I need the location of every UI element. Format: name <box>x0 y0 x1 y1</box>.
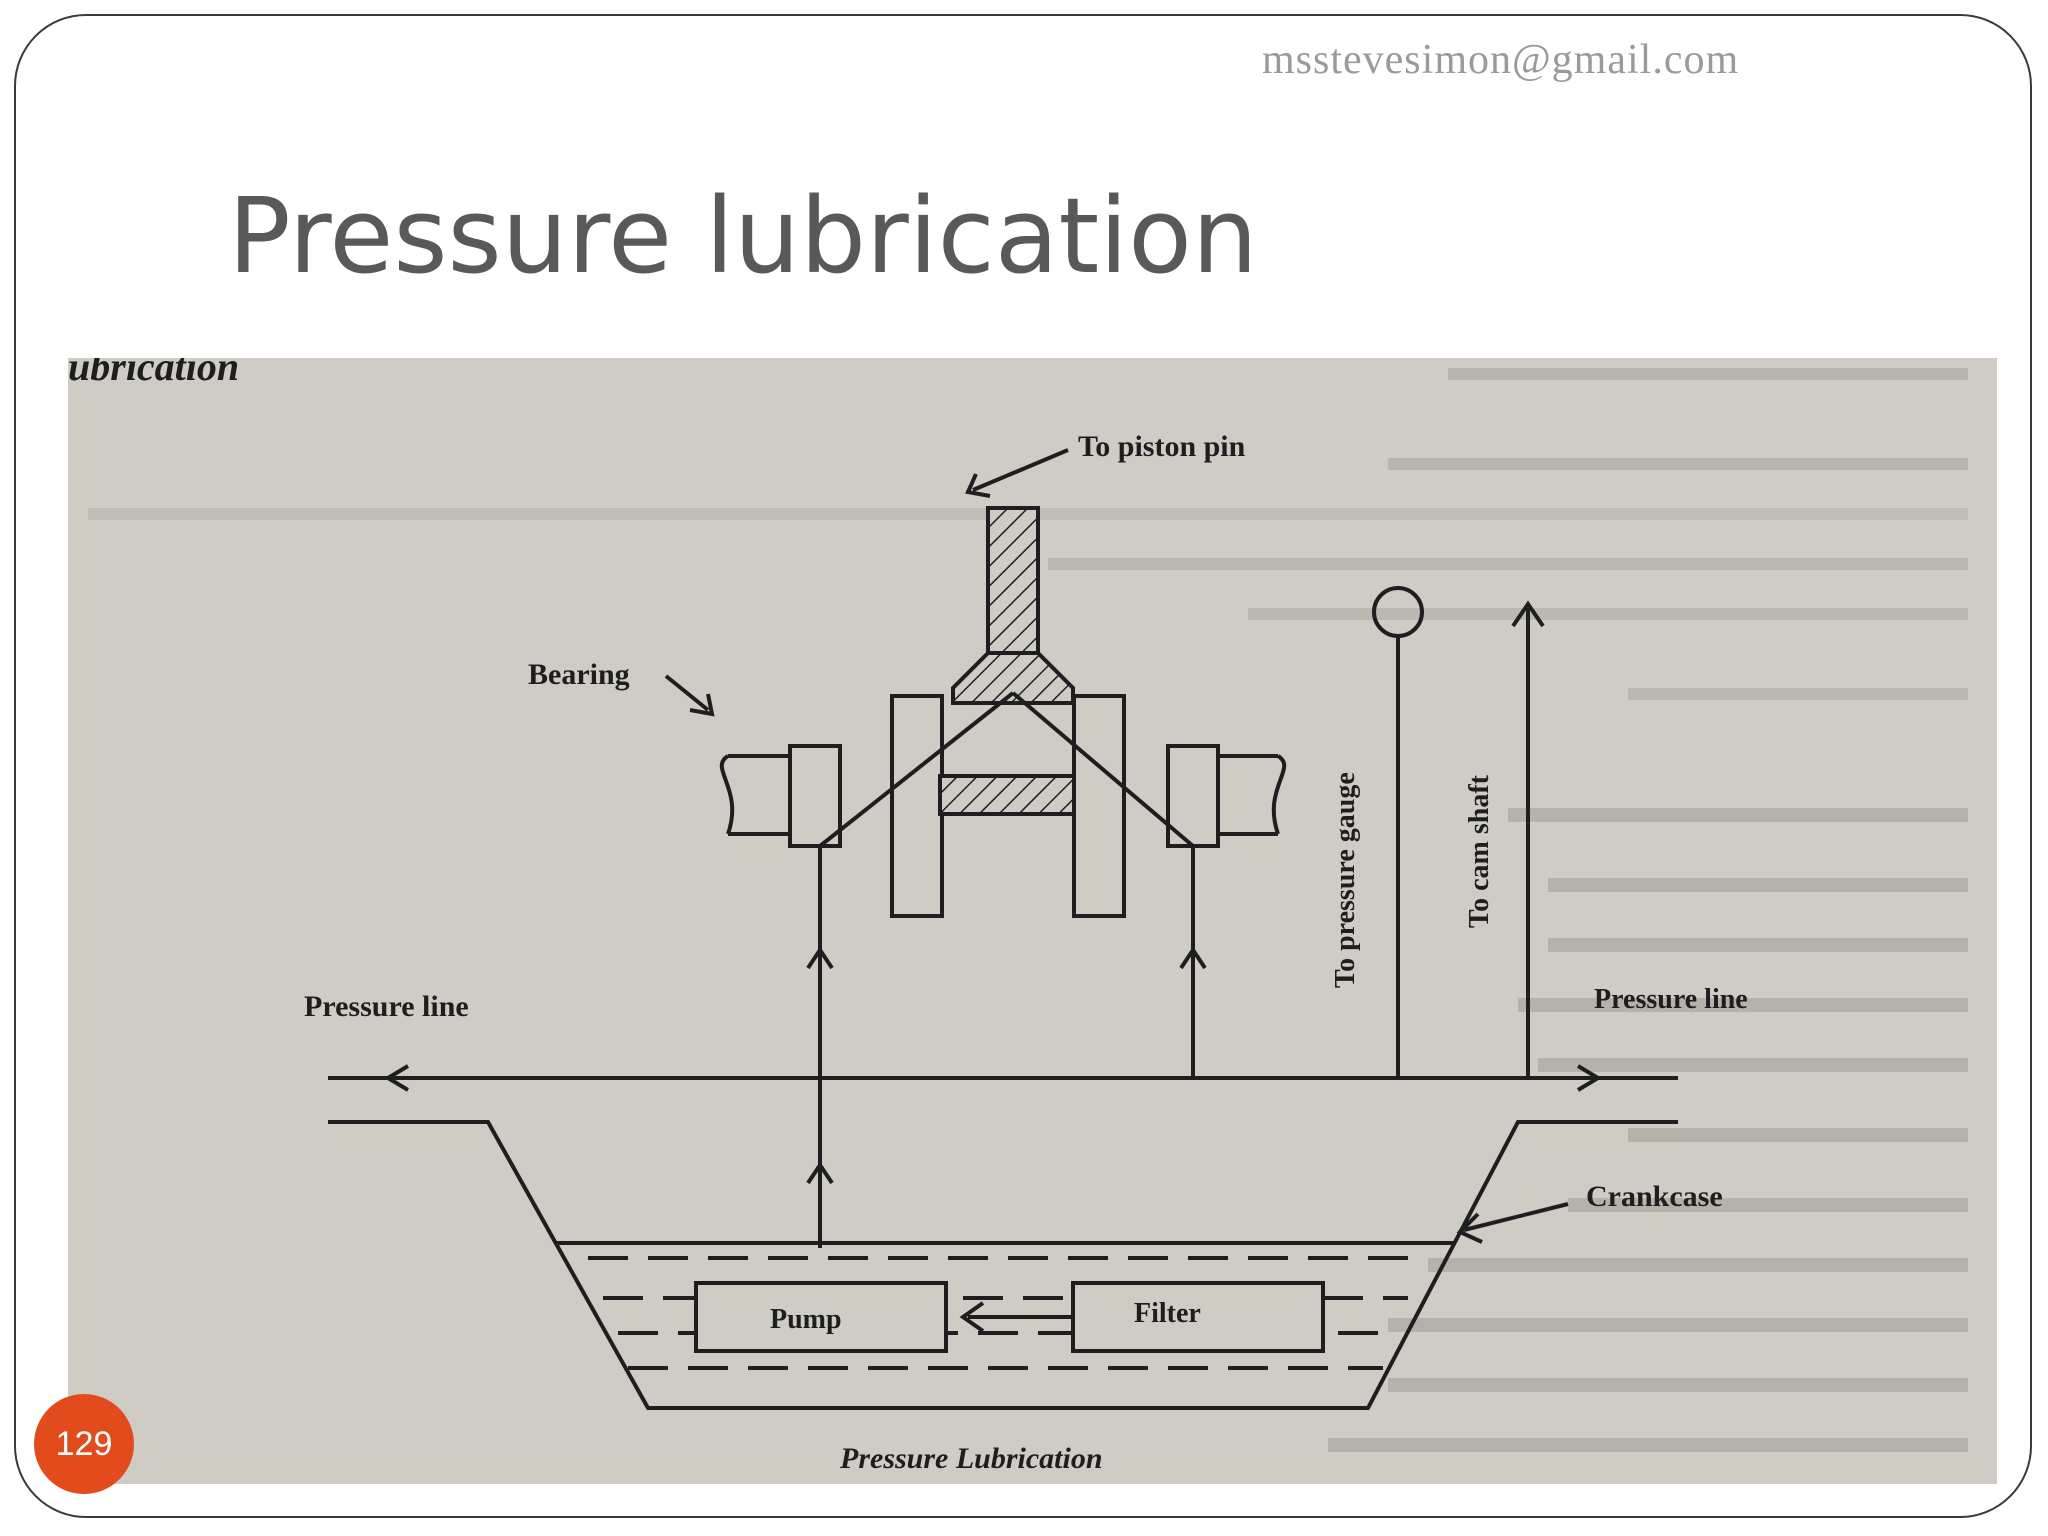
label-crankcase: Crankcase <box>1586 1180 1723 1213</box>
lubrication-diagram: ubrication <box>68 358 1997 1484</box>
diagram-caption: Pressure Lubrication <box>839 1442 1103 1475</box>
page-number-badge: 129 <box>34 1394 134 1494</box>
label-to-pressure-gauge: To pressure gauge <box>1330 772 1361 988</box>
slide-title: Pressure lubrication <box>228 175 1258 297</box>
label-arrows <box>664 448 1569 1244</box>
label-pressure-line-right: Pressure line <box>1594 984 1748 1015</box>
bleed-through-text <box>88 368 1968 1452</box>
diagram-photo: ubrication <box>68 358 1997 1484</box>
label-to-piston-pin: To piston pin <box>1078 430 1246 463</box>
heading-fragment: ubrication <box>68 358 239 389</box>
author-email: msstevesimon@gmail.com <box>1262 37 1740 83</box>
label-filter: Filter <box>1134 1298 1201 1329</box>
label-to-cam-shaft: To cam shaft <box>1464 774 1495 928</box>
oil-lines <box>328 586 1678 1248</box>
label-pump: Pump <box>770 1304 842 1335</box>
label-bearing: Bearing <box>528 658 630 691</box>
label-pressure-line-left: Pressure line <box>304 990 469 1023</box>
crankshaft-assembly <box>719 506 1287 918</box>
crankcase <box>328 1120 1678 1410</box>
